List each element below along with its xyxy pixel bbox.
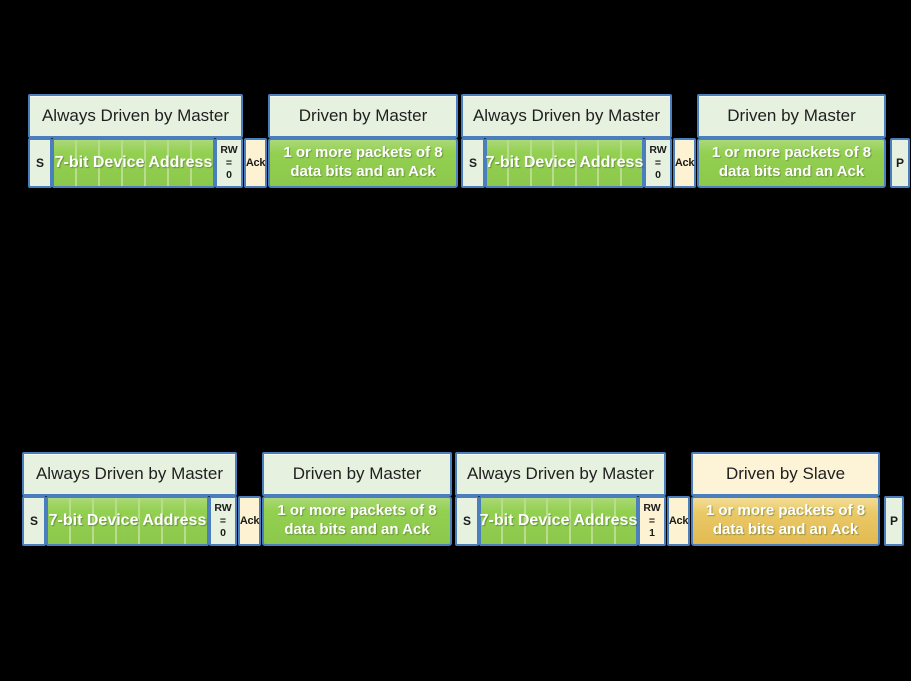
address-bit-cell xyxy=(92,498,115,544)
data-packets-cell: 1 or more packets of 8 data bits and an … xyxy=(262,496,452,546)
group-header: Driven by Slave xyxy=(691,452,880,496)
rw-bit-cell: RW = 0 xyxy=(644,138,672,188)
start-bit-cell: S xyxy=(22,496,46,546)
address-bit-cell xyxy=(69,498,92,544)
address-bit-cell xyxy=(529,140,552,186)
address-bit-cell xyxy=(613,498,636,544)
rw-bit-value: 1 xyxy=(649,527,655,540)
rw-bit-value: 0 xyxy=(655,169,661,182)
address-bit-cell xyxy=(75,140,98,186)
address-bit-cell xyxy=(138,498,161,544)
group-header: Always Driven by Master xyxy=(28,94,243,138)
address-bit-cell xyxy=(552,140,574,186)
address-frame-cells: S 7-bit Device Address RW = 0 xyxy=(22,496,237,546)
device-address-label: 7-bit Device Address xyxy=(485,154,644,171)
address-bit-cell xyxy=(523,498,546,544)
address-frame-group: Always Driven by Master S 7-bit Device A… xyxy=(455,452,666,546)
device-address-cell: 7-bit Device Address xyxy=(485,138,644,188)
address-bit-cell xyxy=(507,140,529,186)
stop-bit-cell: P xyxy=(890,138,910,188)
data-packets-cell: 1 or more packets of 8 data bits and an … xyxy=(691,496,880,546)
device-address-label: 7-bit Device Address xyxy=(54,154,213,171)
i2c-write-transaction-diagram: Always Driven by Master S 7-bit Device A… xyxy=(28,94,910,188)
rw-bit-prefix: RW = xyxy=(649,144,667,169)
address-bit-cell xyxy=(167,140,190,186)
i2c-read-transaction-diagram: Always Driven by Master S 7-bit Device A… xyxy=(22,452,904,546)
device-address-cell: 7-bit Device Address xyxy=(46,496,209,546)
address-bit-cell xyxy=(121,140,144,186)
address-bit-cell xyxy=(161,498,184,544)
address-bit-cell xyxy=(115,498,138,544)
group-header: Always Driven by Master xyxy=(22,452,237,496)
start-bit-cell: S xyxy=(455,496,479,546)
start-bit-cell: S xyxy=(461,138,485,188)
address-bit-cell xyxy=(597,140,619,186)
data-packets-group: Driven by Master 1 or more packets of 8 … xyxy=(697,94,886,188)
rw-bit-prefix: RW = xyxy=(214,502,232,527)
data-packets-group: Driven by Slave 1 or more packets of 8 d… xyxy=(691,452,880,546)
rw-bit-cell: RW = 1 xyxy=(638,496,666,546)
address-frame-group: Always Driven by Master S 7-bit Device A… xyxy=(28,94,243,188)
group-header: Driven by Master xyxy=(268,94,458,138)
device-address-label: 7-bit Device Address xyxy=(479,512,638,529)
data-packets-cell: 1 or more packets of 8 data bits and an … xyxy=(697,138,886,188)
ack-bit-cell: Ack xyxy=(673,138,696,188)
data-packets-group: Driven by Master 1 or more packets of 8 … xyxy=(262,452,452,546)
address-bit-cell xyxy=(591,498,613,544)
group-header: Driven by Master xyxy=(697,94,886,138)
address-bit-cell xyxy=(574,140,597,186)
address-bit-cell xyxy=(190,140,213,186)
device-address-label: 7-bit Device Address xyxy=(48,512,207,529)
address-bit-cell xyxy=(546,498,568,544)
address-frame-cells: S 7-bit Device Address RW = 1 xyxy=(455,496,666,546)
address-frame-group: Always Driven by Master S 7-bit Device A… xyxy=(22,452,237,546)
ack-bit-cell: Ack xyxy=(667,496,690,546)
address-bit-cell xyxy=(184,498,207,544)
address-frame-cells: S 7-bit Device Address RW = 0 xyxy=(461,138,672,188)
rw-bit-cell: RW = 0 xyxy=(209,496,237,546)
data-packets-group: Driven by Master 1 or more packets of 8 … xyxy=(268,94,458,188)
ack-bit-cell: Ack xyxy=(238,496,261,546)
data-packets-cell: 1 or more packets of 8 data bits and an … xyxy=(268,138,458,188)
address-bit-cell xyxy=(98,140,121,186)
ack-bit-cell: Ack xyxy=(244,138,267,188)
rw-bit-cell: RW = 0 xyxy=(215,138,243,188)
device-address-cell: 7-bit Device Address xyxy=(52,138,215,188)
rw-bit-value: 0 xyxy=(220,527,226,540)
address-bit-cell xyxy=(501,498,523,544)
stop-bit-cell: P xyxy=(884,496,904,546)
rw-bit-prefix: RW = xyxy=(220,144,238,169)
rw-bit-prefix: RW = xyxy=(643,502,661,527)
group-header: Driven by Master xyxy=(262,452,452,496)
address-frame-cells: S 7-bit Device Address RW = 0 xyxy=(28,138,243,188)
start-bit-cell: S xyxy=(28,138,52,188)
address-bit-cell xyxy=(568,498,591,544)
group-header: Always Driven by Master xyxy=(455,452,666,496)
address-bit-cell xyxy=(144,140,167,186)
rw-bit-value: 0 xyxy=(226,169,232,182)
group-header: Always Driven by Master xyxy=(461,94,672,138)
address-frame-group: Always Driven by Master S 7-bit Device A… xyxy=(461,94,672,188)
address-bit-cell xyxy=(619,140,642,186)
device-address-cell: 7-bit Device Address xyxy=(479,496,638,546)
